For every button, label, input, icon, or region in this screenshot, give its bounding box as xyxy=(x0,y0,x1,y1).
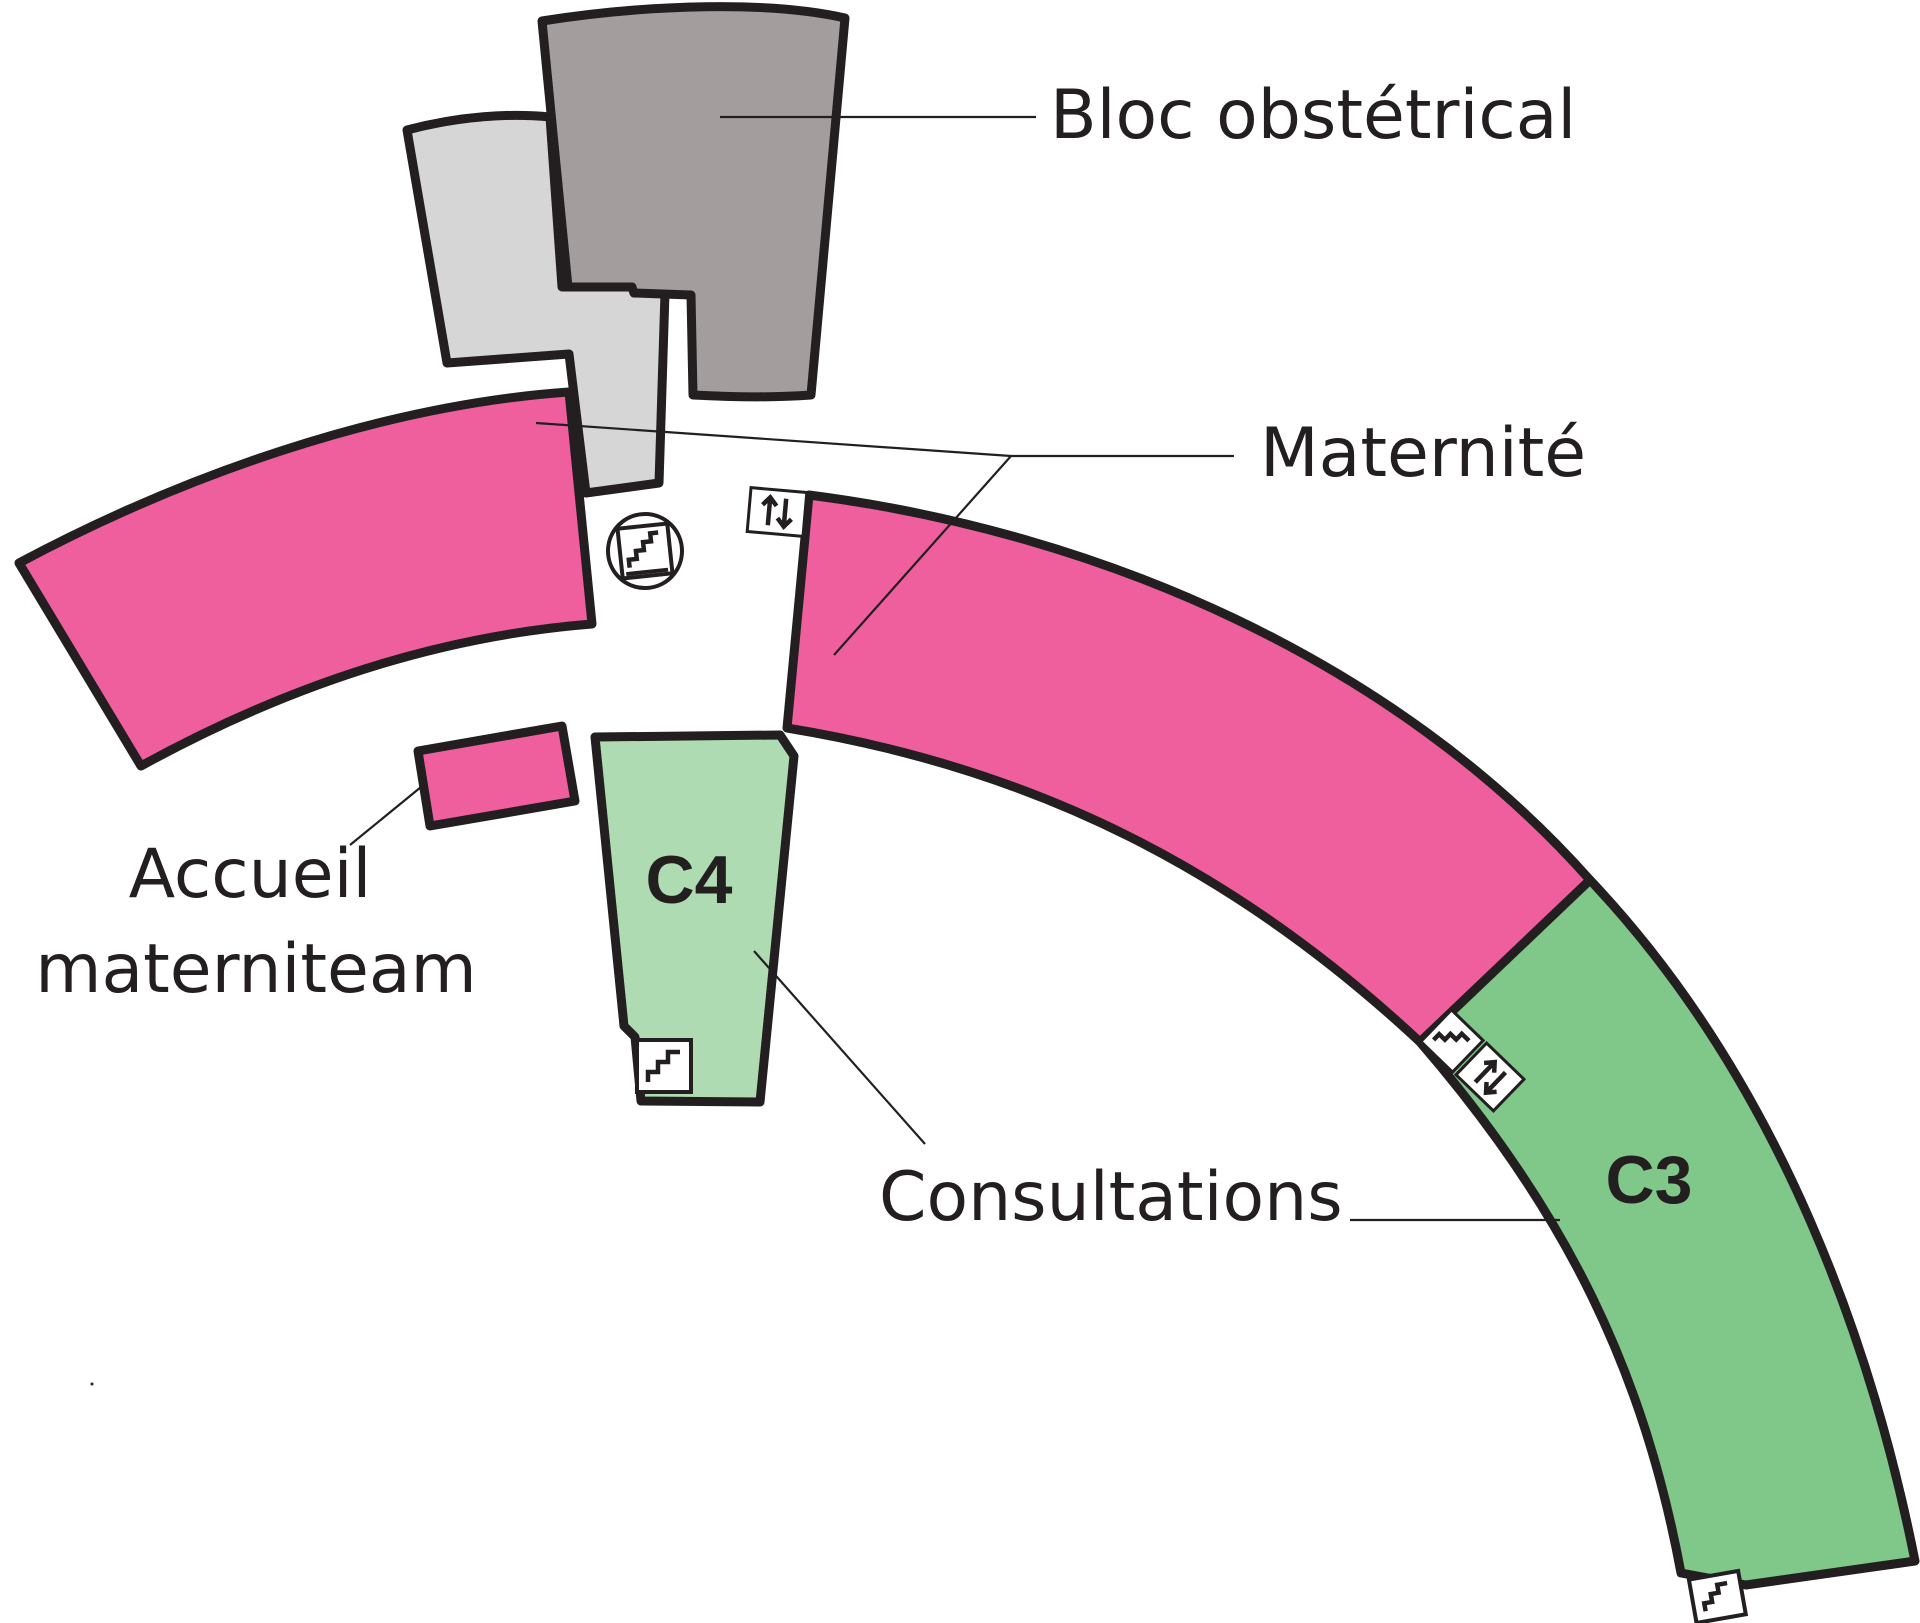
stray-dot xyxy=(90,1382,94,1386)
stairs-icon xyxy=(635,1038,693,1094)
maternite-room-left[interactable] xyxy=(14,387,597,771)
elevator-icon xyxy=(1453,1040,1527,1114)
elevator-icon xyxy=(745,486,809,538)
bloc-label: Bloc obstétrical xyxy=(1050,76,1576,155)
stairs-icon xyxy=(1418,1007,1486,1075)
c3-room-code: C3 xyxy=(1606,1142,1693,1218)
stairs-icon-glyph xyxy=(615,521,675,581)
stairs-icon xyxy=(1686,1568,1749,1623)
bloc-room-dark[interactable] xyxy=(537,2,850,402)
consultations-leader xyxy=(753,950,1560,1222)
c4-room[interactable] xyxy=(590,730,799,1107)
accueil-label-line1: Accueil xyxy=(129,835,372,914)
c3-room[interactable] xyxy=(1415,875,1920,1590)
accueil-leader xyxy=(349,786,422,846)
accueil-label-line2: materniteam xyxy=(35,930,477,1009)
c4-room-code: C4 xyxy=(646,842,733,918)
bloc-room-light[interactable] xyxy=(402,110,670,498)
consultations-label: Consultations xyxy=(879,1158,1343,1237)
maternite-label: Maternité xyxy=(1260,414,1586,493)
maternite-room-right[interactable] xyxy=(782,490,1595,1047)
accueil-room[interactable] xyxy=(413,721,580,831)
maternite-leader xyxy=(535,421,1234,656)
